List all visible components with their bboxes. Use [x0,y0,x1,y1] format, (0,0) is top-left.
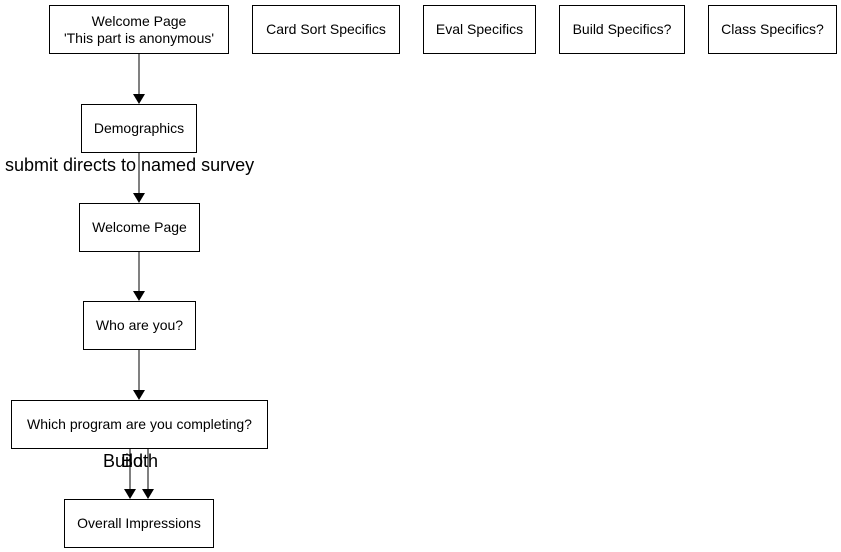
node-demographics: Demographics [81,104,197,153]
node-card-sort-specifics: Card Sort Specifics [252,5,400,54]
node-welcome-page-anonymous-subtitle: 'This part is anonymous' [63,29,215,46]
node-who-are-you: Who are you? [83,301,196,350]
node-build-specifics: Build Specifics? [559,5,685,54]
node-overall-impressions: Overall Impressions [64,499,214,548]
node-class-specifics: Class Specifics? [708,5,837,54]
node-welcome-page: Welcome Page [79,203,200,252]
node-welcome-page-anonymous: Welcome Page 'This part is anonymous' [49,5,229,54]
node-welcome-page-anonymous-title: Welcome Page [91,12,187,29]
edge-label-both: Both [121,451,159,471]
node-eval-specifics: Eval Specifics [423,5,536,54]
edge-label-build: Build [103,451,144,471]
edge-label-submit: submit directs to named survey [5,155,255,175]
node-which-program: Which program are you completing? [11,400,268,449]
